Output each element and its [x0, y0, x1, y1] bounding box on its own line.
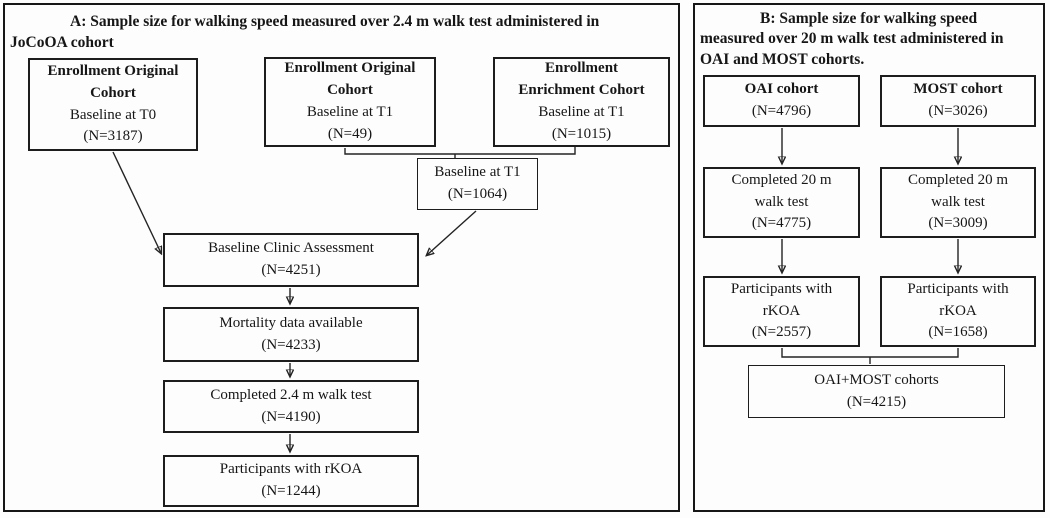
box-line: (N=1244) — [261, 483, 321, 499]
box-oai-cohort: OAI cohort (N=4796) — [703, 75, 860, 127]
box-baseline-clinic-assessment: Baseline Clinic Assessment (N=4251) — [163, 233, 419, 287]
box-enrollment-original-cohort-t0: Enrollment Original Cohort Baseline at T… — [28, 58, 198, 151]
box-line: walk test — [931, 193, 985, 210]
box-line: (N=4215) — [846, 393, 907, 410]
box-line: (N=49) — [327, 125, 373, 142]
box-line: Enrichment Cohort — [518, 82, 645, 99]
box-line: Enrollment — [544, 60, 619, 77]
box-line: Cohort — [327, 82, 373, 99]
panel-b-title-line1: B: Sample size for walking speed — [760, 10, 978, 27]
box-line: walk test — [754, 193, 809, 210]
box-mortality-data-available: Mortality data available (N=4233) — [163, 307, 419, 362]
box-line: (N=4251) — [261, 262, 321, 278]
box-line: Cohort — [90, 84, 136, 101]
panel-a-frame — [3, 3, 680, 512]
box-line: Mortality data available — [219, 314, 363, 331]
box-oai-most-merged-cohorts: OAI+MOST cohorts (N=4215) — [748, 365, 1005, 418]
box-line: (N=4190) — [261, 408, 321, 425]
box-participants-with-rkoa-jocooa: Participants with rKOA (N=1244) — [163, 455, 419, 507]
box-line: (N=3187) — [83, 128, 143, 145]
box-completed-24m-walk-test: Completed 2.4 m walk test (N=4190) — [163, 380, 419, 433]
box-line: Completed 2.4 m walk test — [210, 386, 372, 403]
box-line: (N=1064) — [447, 186, 508, 202]
box-oai-participants-with-rkoa: Participants with rKOA (N=2557) — [703, 276, 860, 347]
box-enrollment-enrichment-cohort-t1: Enrollment Enrichment Cohort Baseline at… — [493, 57, 670, 147]
panel-b-title: B: Sample size for walking speed measure… — [700, 9, 1042, 70]
box-line: (N=3026) — [928, 103, 988, 119]
box-oai-completed-20m-walk-test: Completed 20 m walk test (N=4775) — [703, 167, 860, 238]
box-most-participants-with-rkoa: Participants with rKOA (N=1658) — [880, 276, 1036, 347]
box-line: OAI+MOST cohorts — [814, 371, 939, 388]
panel-a-title-line2: JoCoOA cohort — [10, 34, 114, 52]
box-line: Enrollment Original — [47, 62, 179, 79]
box-line: (N=3009) — [928, 215, 988, 232]
box-line: Completed 20 m — [731, 171, 832, 188]
box-line: rKOA — [762, 302, 801, 319]
box-line: OAI cohort — [744, 81, 819, 98]
panel-b-frame — [693, 3, 1045, 512]
box-line: Baseline at T1 — [434, 164, 521, 181]
box-line: (N=4233) — [261, 336, 321, 353]
box-line: Baseline at T1 — [538, 104, 625, 120]
box-line: Completed 20 m — [908, 171, 1008, 188]
box-line: (N=1015) — [551, 125, 612, 142]
box-line: (N=4796) — [751, 103, 812, 119]
box-line: MOST cohort — [913, 81, 1003, 98]
box-line: Baseline at T0 — [69, 106, 157, 123]
box-enrollment-original-cohort-t1: Enrollment Original Cohort Baseline at T… — [264, 57, 436, 147]
box-line: Enrollment Original — [284, 60, 416, 77]
panel-b-title-line2: measured over 20 m walk test administere… — [700, 30, 1004, 48]
box-line: Participants with — [907, 280, 1009, 297]
box-line: (N=4775) — [751, 215, 812, 232]
box-line: (N=1658) — [928, 324, 988, 341]
panel-a-title-line1: A: Sample size for walking speed measure… — [70, 13, 600, 30]
box-most-cohort: MOST cohort (N=3026) — [880, 75, 1036, 127]
box-line: Baseline Clinic Assessment — [208, 240, 374, 257]
panel-b-title-line3: OAI and MOST cohorts. — [700, 50, 865, 68]
box-line: Baseline at T1 — [306, 104, 394, 120]
box-most-completed-20m-walk-test: Completed 20 m walk test (N=3009) — [880, 167, 1036, 238]
box-baseline-t1-merged: Baseline at T1 (N=1064) — [417, 158, 538, 210]
box-line: (N=2557) — [751, 324, 812, 341]
box-line: Participants with — [730, 280, 833, 297]
panel-a-title: A: Sample size for walking speed measure… — [10, 11, 675, 54]
box-line: Participants with rKOA — [219, 461, 363, 478]
box-line: rKOA — [939, 302, 977, 319]
